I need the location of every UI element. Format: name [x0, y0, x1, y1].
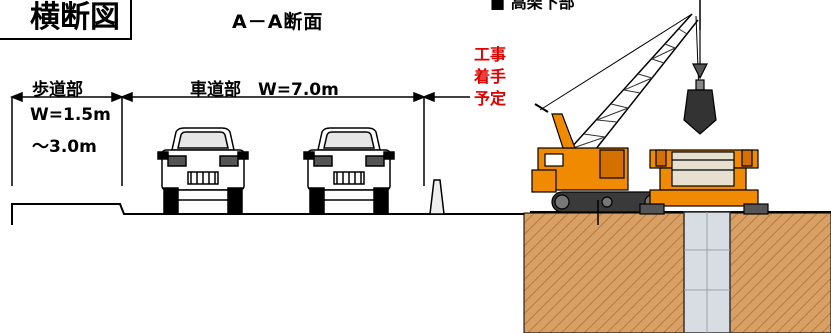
traffic-cone — [429, 179, 445, 215]
sidewalk-width-min: W=1.5m — [30, 105, 111, 125]
sidewalk-label: 歩道部 — [32, 80, 83, 100]
construction-note-line-1: 工事 — [474, 45, 507, 64]
car-front-view-2 — [303, 127, 395, 215]
dimension-lines — [9, 91, 470, 186]
diagram-title: 横断図 — [0, 0, 132, 40]
sidewalk-width-max: ～3.0m — [32, 137, 97, 157]
elevated-structure-label: ■ 高架下部 — [490, 0, 575, 12]
roadway-label: 車道部 W=7.0m — [190, 80, 339, 100]
section-label: A－A断面 — [232, 11, 324, 33]
car-front-view-1 — [157, 127, 249, 215]
drilling-rig — [639, 0, 769, 215]
crawler-crane — [531, 13, 701, 225]
construction-note-line-2: 着手 — [474, 67, 507, 86]
soil-section — [523, 212, 831, 333]
pile — [683, 211, 731, 333]
construction-note-line-3: 予定 — [474, 89, 507, 108]
